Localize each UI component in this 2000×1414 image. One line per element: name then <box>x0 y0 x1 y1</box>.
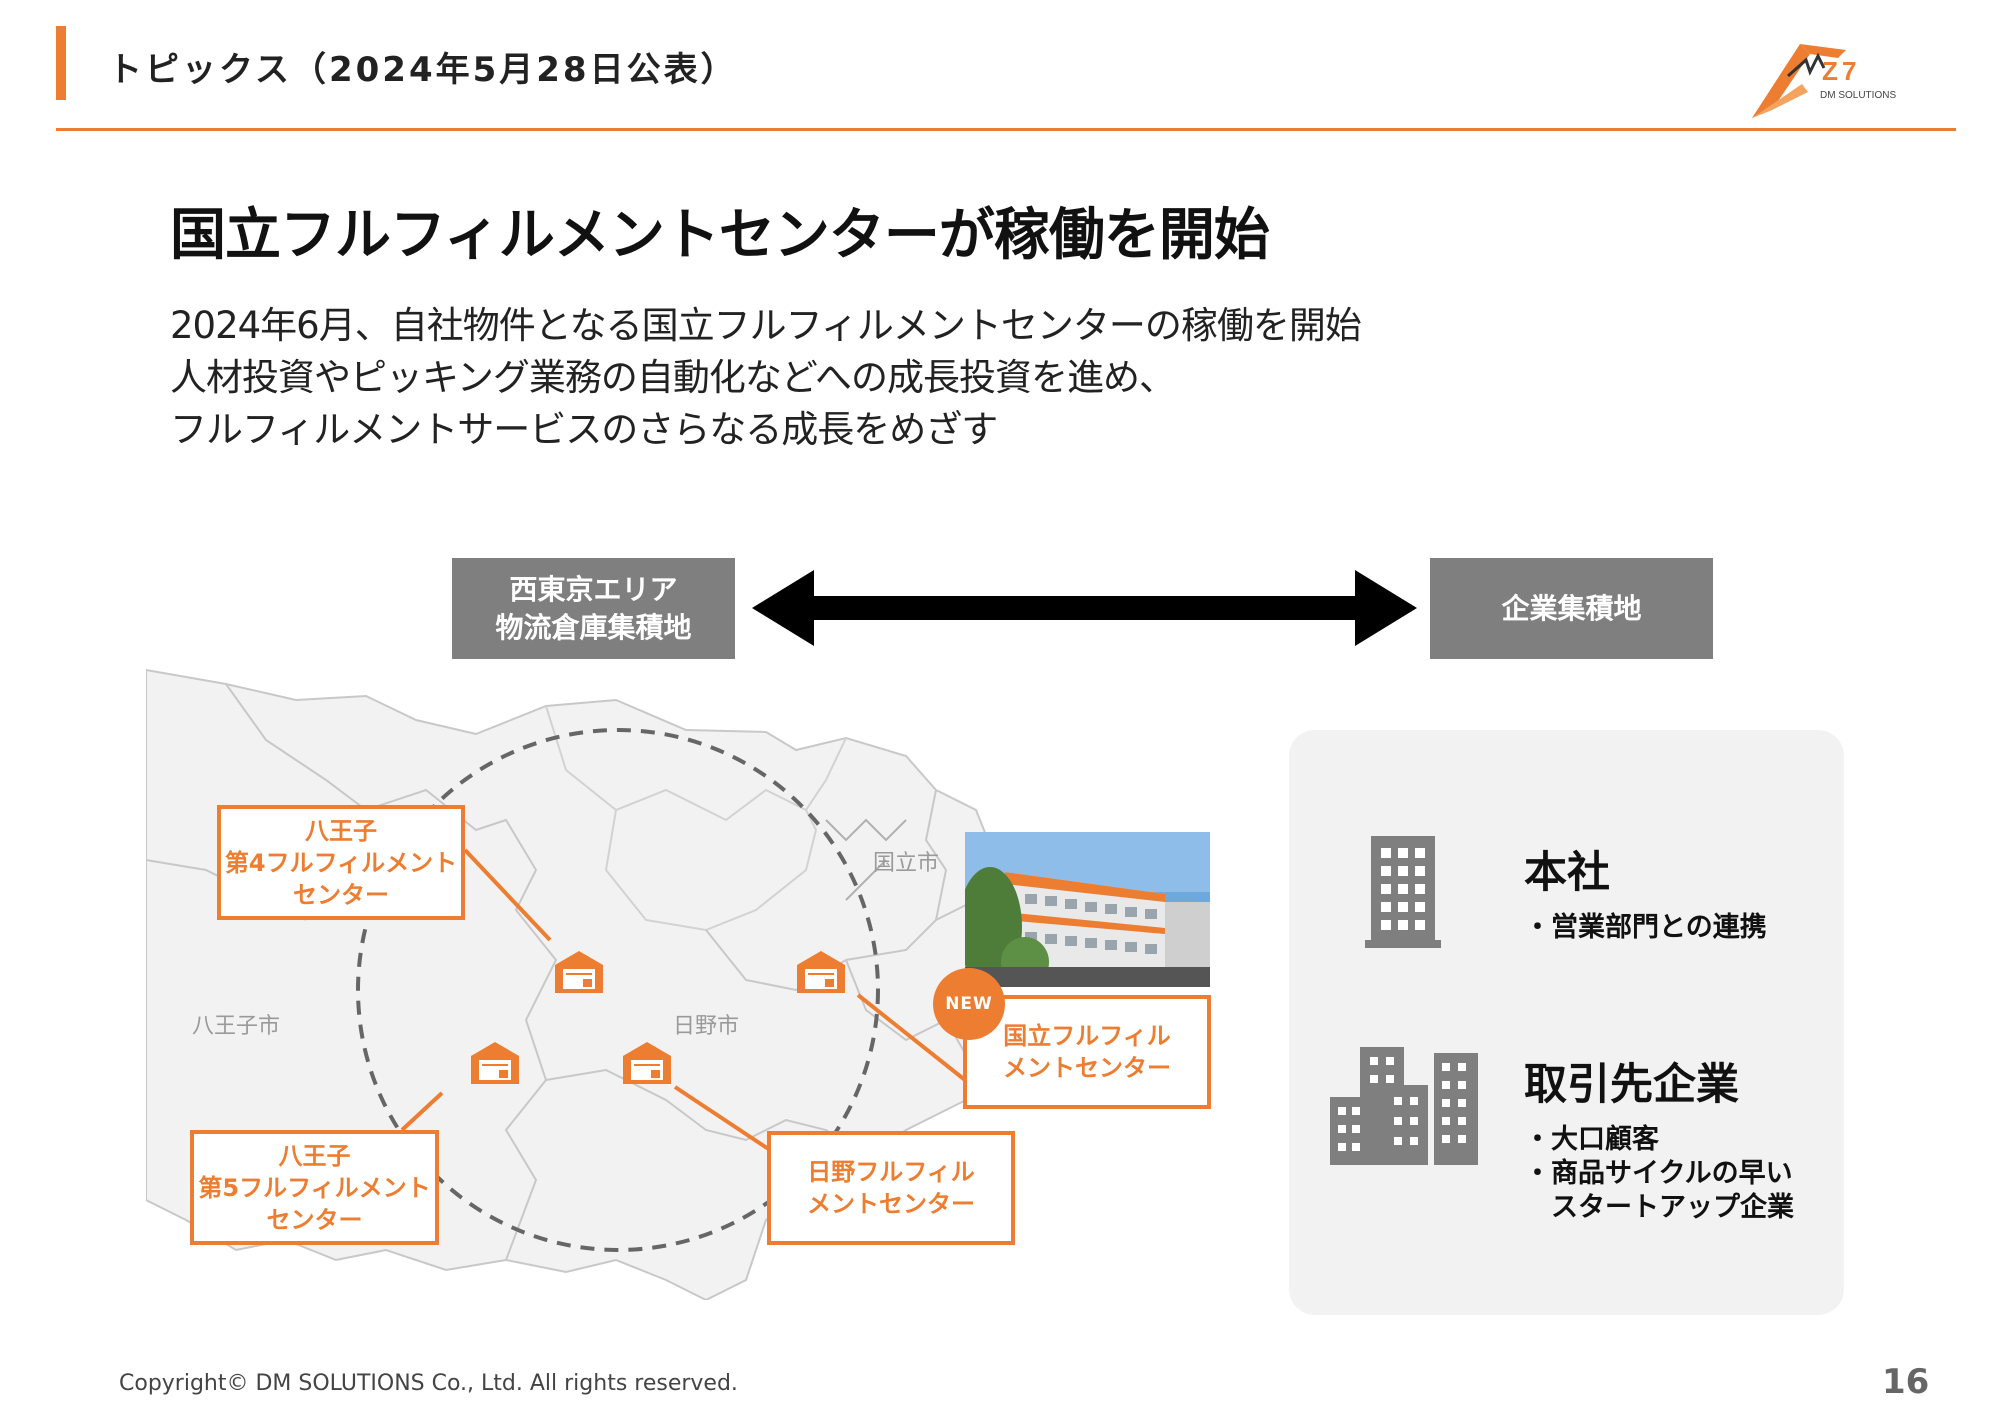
lead-text-line-2: 人材投資やピッキング業務の自動化などへの成長投資を進め、 <box>170 356 1176 399</box>
logistics-area-line-1: 西東京エリア <box>509 572 678 606</box>
new-badge: NEW <box>933 968 1005 1040</box>
lead-text-line-3: フルフィルメントサービスのさらなる成長をめざす <box>170 408 998 451</box>
header-divider <box>56 128 1956 131</box>
callout-kunitachi-center: 国立フルフィル メントセンター <box>963 995 1211 1109</box>
callout-line: 国立フルフィル <box>1003 1022 1171 1050</box>
header-accent-bar <box>56 26 66 100</box>
page-title: 国立フルフィルメントセンターが稼働を開始 <box>170 203 1270 268</box>
callout-line: センター <box>266 1205 363 1234</box>
callout-line: 八王子 <box>305 816 377 845</box>
callout-hino-center: 日野フルフィル メントセンター <box>767 1131 1015 1245</box>
office-building-icon <box>1365 836 1441 948</box>
hq-bullet: ・営業部門との連携 <box>1524 912 1767 943</box>
page-number: 16 <box>1882 1362 1930 1402</box>
callout-line: 八王子 <box>278 1141 351 1170</box>
map-label-kunitachi: 国立市 <box>873 851 940 876</box>
svg-text:DM SOLUTIONS: DM SOLUTIONS <box>1820 90 1896 101</box>
warehouse-icon <box>623 1042 671 1084</box>
callout-line: センター <box>293 880 389 909</box>
callout-line: メントセンター <box>807 1190 975 1218</box>
hq-title: 本社 <box>1524 848 1610 898</box>
warehouse-icon <box>797 951 845 993</box>
warehouse-icon <box>471 1042 519 1084</box>
clients-bullet: ・大口顧客 <box>1524 1124 1659 1155</box>
callout-line: メントセンター <box>1003 1054 1171 1082</box>
clients-bullet: スタートアップ企業 <box>1524 1192 1794 1223</box>
map-label-hachioji: 八王子市 <box>192 1014 281 1039</box>
logistics-area-box: 西東京エリア 物流倉庫集積地 <box>452 558 735 659</box>
company-logo: Z 7 DM SOLUTIONS <box>1752 44 1896 118</box>
clients-title: 取引先企業 <box>1524 1060 1739 1110</box>
double-arrow-icon <box>752 570 1417 646</box>
corporate-area-label: 企業集積地 <box>1501 591 1642 625</box>
callout-hachioji-5th-center: 八王子 第5フルフィルメント センター <box>190 1130 439 1245</box>
callout-line: 第5フルフィルメント <box>198 1173 431 1202</box>
corporate-area-box: 企業集積地 <box>1430 558 1713 659</box>
svg-text:Z: Z <box>1822 56 1838 86</box>
warehouse-icon <box>555 951 603 993</box>
header-title: トピックス（2024年5月28日公表） <box>108 50 738 90</box>
map-label-hino: 日野市 <box>673 1014 740 1039</box>
buildings-icon <box>1330 1047 1478 1165</box>
callout-line: 日野フルフィル <box>807 1158 975 1186</box>
corporate-panel <box>1289 730 1844 1315</box>
callout-hachioji-4th-center: 八王子 第4フルフィルメント センター <box>217 805 465 920</box>
kunitachi-center-photo <box>965 832 1210 987</box>
logistics-area-line-2: 物流倉庫集積地 <box>495 610 692 644</box>
clients-bullet: ・商品サイクルの早い <box>1524 1158 1793 1189</box>
svg-text:7: 7 <box>1842 56 1856 86</box>
copyright-notice: Copyright© DM SOLUTIONS Co., Ltd. All ri… <box>119 1371 738 1396</box>
lead-text-line-1: 2024年6月、自社物件となる国立フルフィルメントセンターの稼働を開始 <box>170 304 1362 347</box>
callout-line: 第4フルフィルメント <box>224 848 458 877</box>
